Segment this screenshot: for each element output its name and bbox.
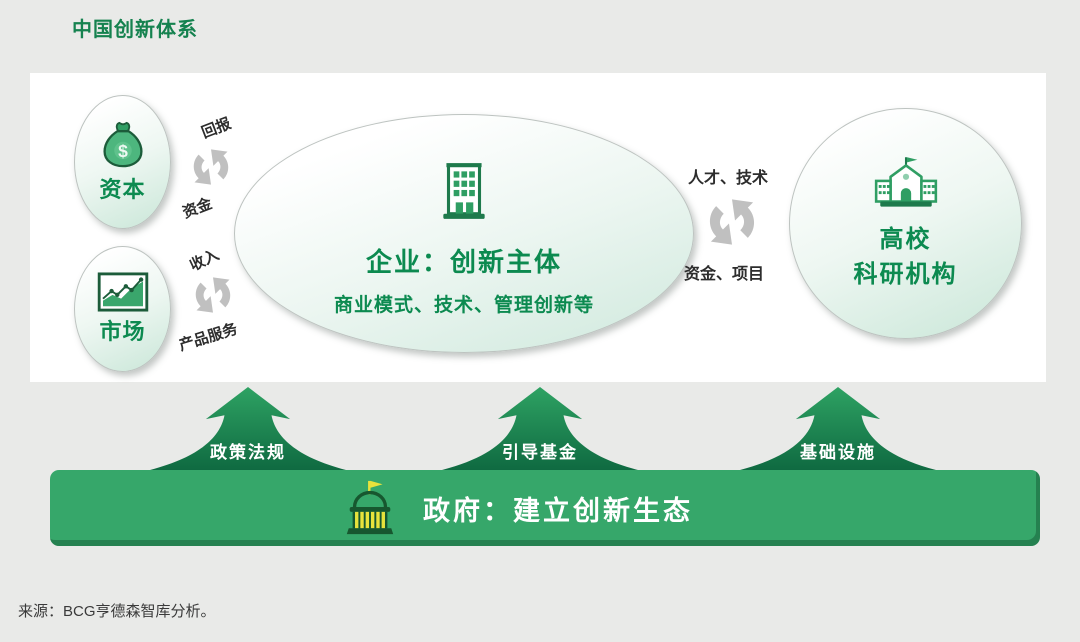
government-bar: 政府：建立创新生态 [50,470,1040,546]
enterprise-title: 企业：创新主体 [365,247,562,277]
school-building-icon [874,156,937,207]
government-building-icon [346,480,394,535]
svg-text:$: $ [118,141,128,161]
node-enterprise: 企业：创新主体 商业模式、技术、管理创新等 [234,114,694,353]
source-note: 来源：BCG亨德森智库分析。 [18,603,216,620]
flow-label-talent-technology: 人才、技术 [688,170,769,187]
page-title: 中国创新体系 [72,19,198,41]
pillar-label-funds: 引导基金 [502,443,578,462]
node-academia: 高校 科研机构 [789,108,1022,339]
market-label: 市场 [99,319,146,344]
capital-label: 资本 [99,177,146,202]
money-bag-icon: $ [102,121,143,168]
academia-label-line1: 高校 [879,225,932,253]
node-capital: $ 资本 [74,95,171,229]
node-market: 市场 [74,246,171,372]
flow-label-funding-projects: 资金、项目 [684,266,765,283]
enterprise-subtitle: 商业模式、技术、管理创新等 [333,295,594,316]
pillar-label-infrastructure: 基础设施 [800,443,876,462]
government-title: 政府：建立创新生态 [423,495,693,526]
government-bar-content: 政府：建立创新生态 [341,478,693,538]
office-building-icon [443,163,485,219]
pillar-label-policy: 政策法规 [210,443,286,462]
academia-label-line2: 科研机构 [853,260,958,288]
growth-chart-icon [97,272,148,312]
academia-label: 高校 科研机构 [854,223,958,293]
